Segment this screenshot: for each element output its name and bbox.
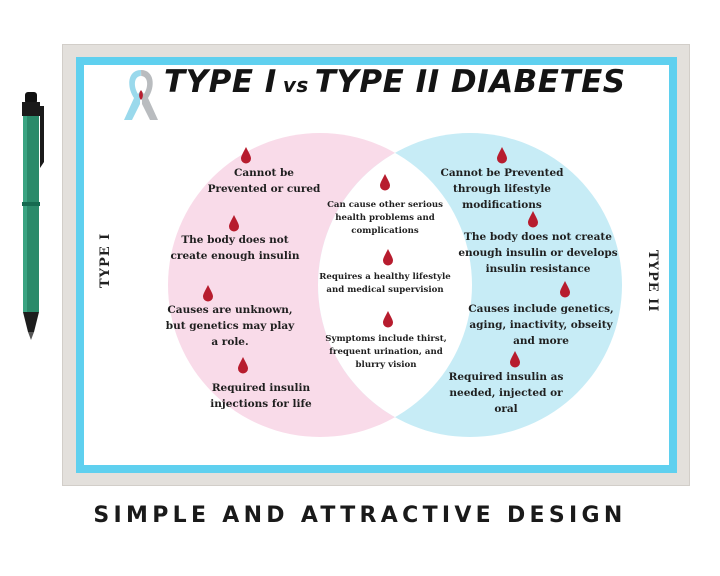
blood-drop-icon bbox=[510, 351, 520, 368]
title-part2: TYPE II DIABETES bbox=[314, 64, 626, 100]
blood-drop-icon bbox=[497, 147, 507, 164]
footer-tagline: SIMPLE AND ATTRACTIVE DESIGN bbox=[93, 503, 627, 528]
pen-icon bbox=[22, 92, 44, 340]
blood-drop-icon bbox=[383, 311, 393, 328]
blood-drop-icon bbox=[229, 215, 239, 232]
blood-drop-icon bbox=[241, 147, 251, 164]
shared-item: Symptoms include thirst,frequent urinati… bbox=[325, 334, 447, 370]
awareness-ribbon-icon bbox=[124, 70, 158, 120]
title-part1: TYPE I bbox=[164, 64, 277, 100]
type1-item: Causes are unknown,but genetics may play… bbox=[165, 304, 295, 348]
type2-label: TYPE II bbox=[645, 250, 660, 313]
blood-drop-icon bbox=[528, 211, 538, 228]
blood-drop-icon bbox=[560, 281, 570, 298]
blood-drop-icon bbox=[383, 249, 393, 266]
title-vs: vs bbox=[282, 73, 309, 97]
type2-item: Causes include genetics,aging, inactivit… bbox=[468, 303, 614, 347]
overlap-region bbox=[318, 133, 472, 437]
blood-drop-icon bbox=[380, 174, 390, 191]
blood-drop-icon bbox=[238, 357, 248, 374]
blood-drop-icon bbox=[203, 285, 213, 302]
type1-label: TYPE I bbox=[98, 232, 113, 288]
